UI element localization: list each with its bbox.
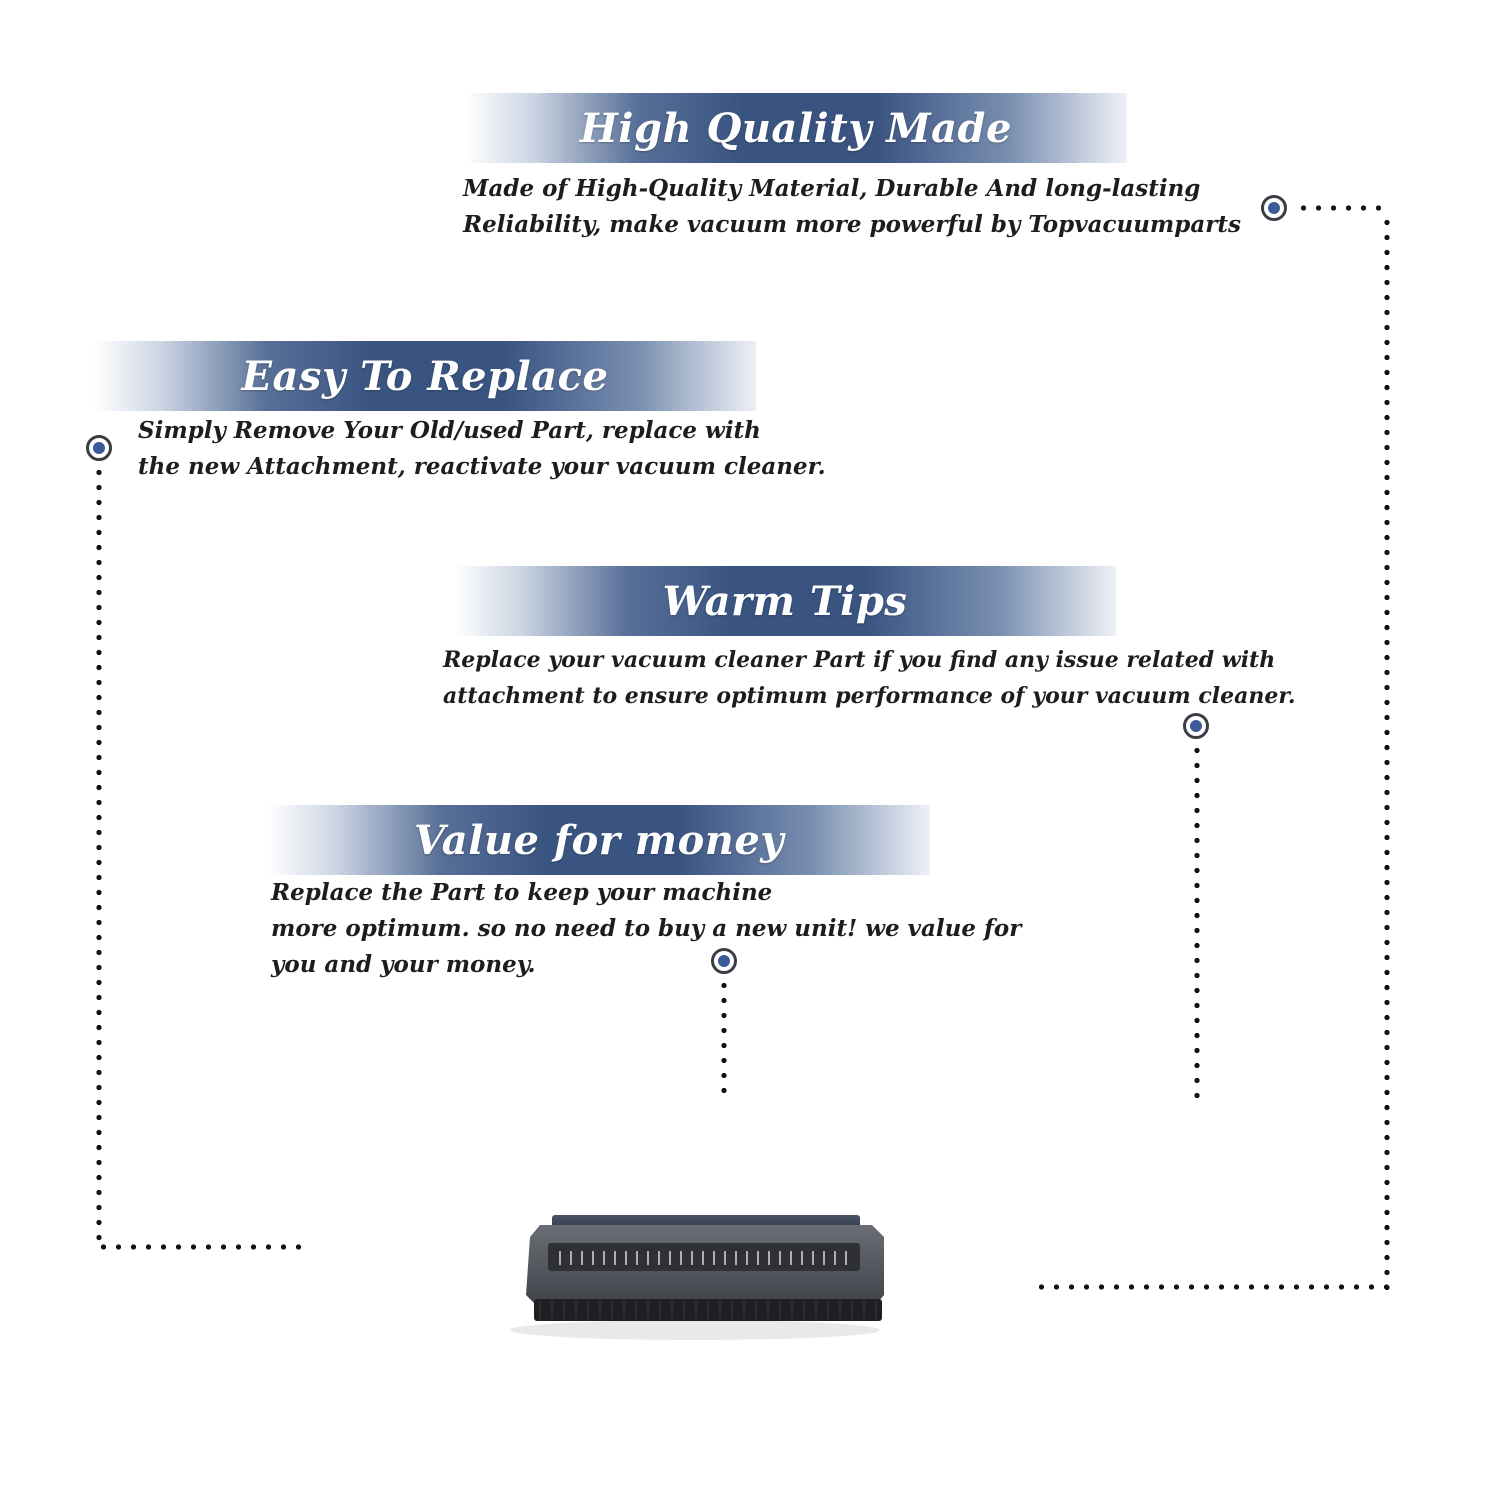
banner-high-quality: High Quality Made xyxy=(465,93,1127,163)
dotted-line xyxy=(1034,1284,1388,1290)
text-line: Simply Remove Your Old/used Part, replac… xyxy=(138,417,761,444)
dotted-line xyxy=(721,978,727,1095)
target-marker-icon xyxy=(1261,195,1287,221)
dotted-line xyxy=(1296,205,1390,211)
text-line: you and your money. xyxy=(271,951,536,978)
section-title: Warm Tips xyxy=(662,577,908,625)
dotted-line xyxy=(1384,215,1390,1290)
section-text-high-quality: Made of High-Quality Material, Durable A… xyxy=(463,171,1241,243)
target-marker-icon xyxy=(711,948,737,974)
text-line: the new Attachment, reactivate your vacu… xyxy=(138,453,826,480)
section-title: High Quality Made xyxy=(580,104,1012,152)
dotted-line xyxy=(96,465,102,1250)
banner-value-money: Value for money xyxy=(268,805,930,875)
text-line: more optimum. so no need to buy a new un… xyxy=(271,915,1022,942)
text-line: Made of High-Quality Material, Durable A… xyxy=(463,175,1201,202)
banner-easy-replace: Easy To Replace xyxy=(94,341,756,411)
text-line: Replace your vacuum cleaner Part if you … xyxy=(443,647,1276,673)
section-title: Easy To Replace xyxy=(241,352,609,400)
dotted-line xyxy=(96,1244,301,1250)
section-title: Value for money xyxy=(413,816,785,864)
banner-warm-tips: Warm Tips xyxy=(454,566,1116,636)
target-marker-icon xyxy=(1183,713,1209,739)
text-line: Replace the Part to keep your machine xyxy=(271,879,773,906)
brush-attachment-image xyxy=(510,1215,884,1340)
section-text-easy-replace: Simply Remove Your Old/used Part, replac… xyxy=(138,413,826,485)
target-marker-icon xyxy=(86,435,112,461)
text-line: attachment to ensure optimum performance… xyxy=(443,683,1296,709)
text-line: Reliability, make vacuum more powerful b… xyxy=(463,211,1241,238)
dotted-line xyxy=(1194,743,1200,1108)
section-text-warm-tips: Replace your vacuum cleaner Part if you … xyxy=(443,642,1296,714)
section-text-value-money: Replace the Part to keep your machine mo… xyxy=(271,875,1021,983)
